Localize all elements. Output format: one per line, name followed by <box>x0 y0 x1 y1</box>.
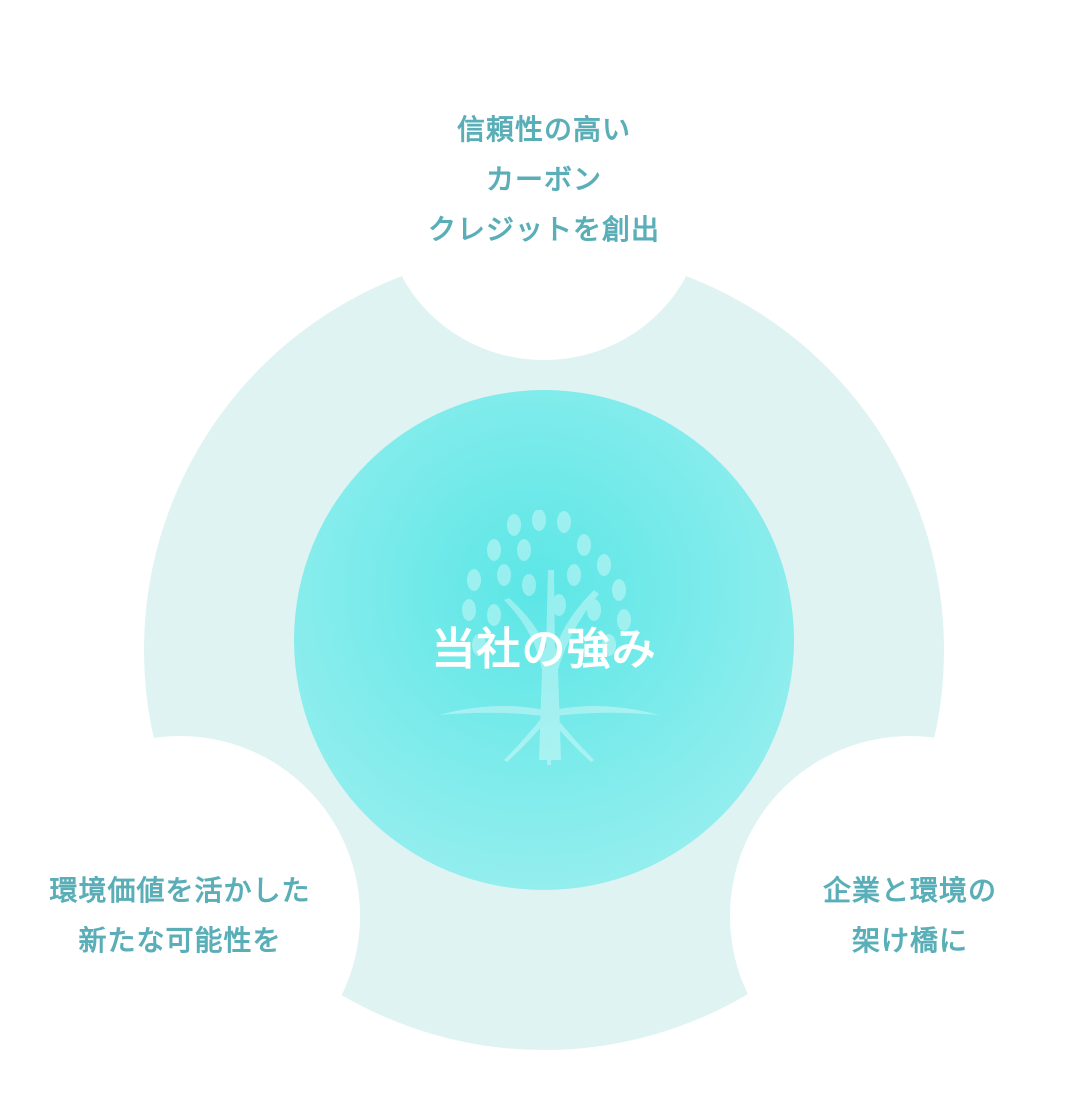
center-title: 当社の強み <box>431 624 657 675</box>
strength-circle-top <box>384 50 704 360</box>
tree-icon <box>439 510 659 765</box>
strength-circle-left <box>0 736 360 1096</box>
strength-label-bridge: 企業と環境の 架け橋に <box>730 866 1090 966</box>
label-line: 信頼性の高い <box>456 113 631 146</box>
label-line: 環境価値を活かした <box>49 874 311 907</box>
core-circle <box>294 390 794 890</box>
label-line: 企業と環境の <box>822 874 997 907</box>
strength-label-carbon-credit: 信頼性の高い カーボン クレジットを創出 <box>344 105 744 255</box>
strength-label-environmental-value: 環境価値を活かした 新たな可能性を <box>0 866 360 966</box>
label-line: カーボン <box>485 163 602 196</box>
label-line: 架け橋に <box>851 924 968 957</box>
label-line: クレジットを創出 <box>427 213 660 246</box>
strength-circle-right <box>730 736 1090 1096</box>
label-line: 新たな可能性を <box>78 924 282 957</box>
